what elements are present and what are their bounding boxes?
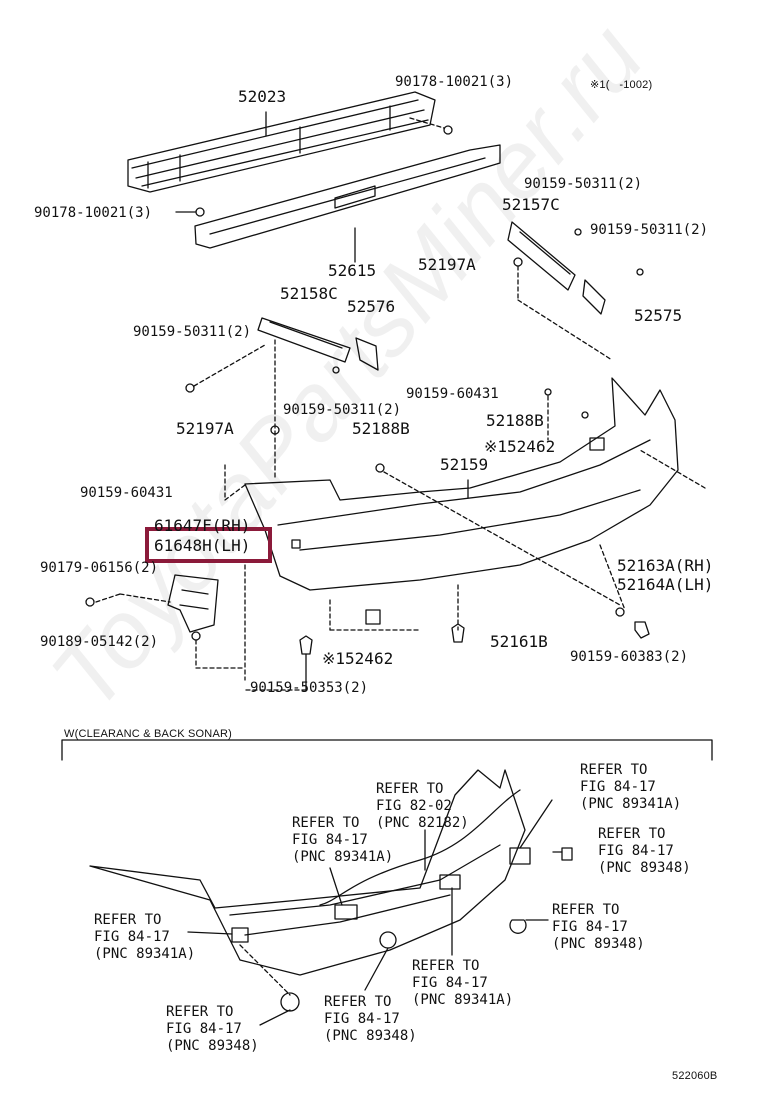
label-52462-bottom[interactable]: ※152462 xyxy=(322,649,394,668)
label-90159-60431-left[interactable]: 90159-60431 xyxy=(80,485,173,501)
label-52575[interactable]: 52575 xyxy=(634,306,683,325)
label-52462-top[interactable]: ※152462 xyxy=(484,437,556,456)
clips-bottom xyxy=(244,607,650,691)
label-52158c[interactable]: 52158C xyxy=(280,284,338,303)
label-90179[interactable]: 90179-06156(2) xyxy=(40,560,159,576)
clip-bolts-top xyxy=(175,117,453,217)
label-90178-left[interactable]: 90178-10021(3) xyxy=(34,205,153,221)
bracket-61648h xyxy=(85,564,246,681)
bumper-cover-52159 xyxy=(224,377,706,631)
absorber-52615 xyxy=(194,144,501,263)
label-52163a[interactable]: 52163A(RH) xyxy=(617,556,714,575)
label-52197a-left[interactable]: 52197A xyxy=(176,419,234,438)
note-top: ※1( -1002) xyxy=(590,79,653,91)
label-52576[interactable]: 52576 xyxy=(347,297,396,316)
label-52023[interactable]: 52023 xyxy=(238,87,287,106)
label-61648h[interactable]: 61648H(LH) xyxy=(154,536,251,555)
refer-89348-right[interactable]: REFER TO FIG 84-17 (PNC 89348) xyxy=(598,826,691,876)
retainer-52158c xyxy=(185,317,379,479)
label-90159-50311-mid[interactable]: 90159-50311(2) xyxy=(283,402,402,418)
refer-89348-bottom-left[interactable]: REFER TO FIG 84-17 (PNC 89348) xyxy=(166,1004,259,1054)
label-52197a-top[interactable]: 52197A xyxy=(418,255,476,274)
diagram-code: 522060B xyxy=(672,1070,718,1082)
label-61647f[interactable]: 61647F(RH) xyxy=(154,516,251,535)
sonar-bumper xyxy=(89,769,573,1026)
label-52188b-left[interactable]: 52188B xyxy=(352,419,410,438)
label-52188b-right[interactable]: 52188B xyxy=(486,411,544,430)
label-52157c[interactable]: 52157C xyxy=(502,195,560,214)
refer-89341a-upper-mid[interactable]: REFER TO FIG 84-17 (PNC 89341A) xyxy=(292,815,394,865)
reinforcement-52023 xyxy=(127,91,436,193)
highlight-box[interactable] xyxy=(145,527,272,563)
label-90159-50353[interactable]: 90159-50353(2) xyxy=(250,680,369,696)
refer-82182[interactable]: REFER TO FIG 82-02 (PNC 82182) xyxy=(376,781,469,831)
refer-89348-lower-right[interactable]: REFER TO FIG 84-17 (PNC 89348) xyxy=(552,902,645,952)
label-90159-60383[interactable]: 90159-60383(2) xyxy=(570,649,689,665)
refer-89341a-left[interactable]: REFER TO FIG 84-17 (PNC 89341A) xyxy=(94,912,196,962)
section-frame xyxy=(61,739,713,761)
retainer-52157c xyxy=(507,221,644,361)
label-90189[interactable]: 90189-05142(2) xyxy=(40,634,159,650)
label-52615[interactable]: 52615 xyxy=(328,261,377,280)
label-52159[interactable]: 52159 xyxy=(440,455,489,474)
label-90178-top[interactable]: 90178-10021(3) xyxy=(395,74,514,90)
label-52164a[interactable]: 52164A(LH) xyxy=(617,575,714,594)
label-90159-50311-right[interactable]: 90159-50311(2) xyxy=(590,222,709,238)
refer-89341a-bottom[interactable]: REFER TO FIG 84-17 (PNC 89341A) xyxy=(412,958,514,1008)
label-90159-60431-right[interactable]: 90159-60431 xyxy=(406,386,499,402)
refer-89341a-top-right[interactable]: REFER TO FIG 84-17 (PNC 89341A) xyxy=(580,762,682,812)
label-90159-50311-top[interactable]: 90159-50311(2) xyxy=(524,176,643,192)
refer-89348-bottom-mid[interactable]: REFER TO FIG 84-17 (PNC 89348) xyxy=(324,994,417,1044)
label-52161b[interactable]: 52161B xyxy=(490,632,548,651)
label-90159-50311-left[interactable]: 90159-50311(2) xyxy=(133,324,252,340)
section-title: W(CLEARANC & BACK SONAR) xyxy=(64,728,232,740)
